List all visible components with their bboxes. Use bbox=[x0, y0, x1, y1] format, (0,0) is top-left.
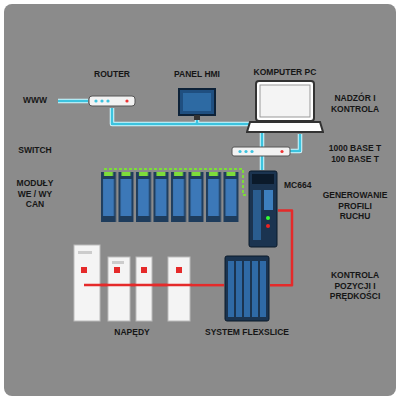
io-modules bbox=[100, 172, 240, 222]
control-cable bbox=[192, 285, 224, 286]
router-device: ROUTER bbox=[88, 94, 136, 108]
side-label: MODUŁY WE / WY CAN bbox=[12, 178, 58, 210]
motion-controller-drawing bbox=[248, 170, 278, 248]
side-label: GENEROWANIE PROFILI RUCHU bbox=[322, 190, 388, 222]
can-bus-cable bbox=[104, 169, 248, 195]
side-label: NADZÓR I KONTROLA bbox=[322, 93, 388, 114]
background-panel bbox=[4, 4, 396, 396]
cable-line bbox=[192, 284, 224, 287]
device-caption: ROUTER bbox=[94, 69, 130, 80]
servo-drives-drawing bbox=[72, 243, 192, 322]
device-caption: MC664 bbox=[284, 180, 311, 191]
hmi-panel-drawing bbox=[178, 88, 216, 120]
laptop-pc-drawing bbox=[246, 80, 324, 134]
side-label: SWITCH bbox=[12, 145, 58, 156]
flexslice-system: SYSTEM FLEXSLICE bbox=[224, 255, 270, 322]
device-caption: NAPĘDY bbox=[114, 327, 149, 338]
flexslice-system-drawing bbox=[224, 255, 270, 322]
motion-controller: MC664 bbox=[248, 170, 278, 248]
side-label: WWW bbox=[12, 95, 58, 106]
device-caption: PANEL HMI bbox=[174, 69, 220, 80]
device-caption: KOMPUTER PC bbox=[254, 67, 317, 78]
device-caption: SYSTEM FLEXSLICE bbox=[205, 327, 289, 338]
side-label: 1000 BASE T 100 BASE T bbox=[322, 143, 388, 164]
laptop-pc: KOMPUTER PC bbox=[246, 80, 324, 134]
side-label: KONTROLA POZYCJI I PRĘDKOŚCI bbox=[322, 270, 388, 302]
router-device-drawing bbox=[88, 94, 136, 108]
switch-device bbox=[232, 147, 290, 156]
hmi-panel: PANEL HMI bbox=[178, 88, 216, 120]
servo-drives: NAPĘDY bbox=[72, 243, 192, 322]
